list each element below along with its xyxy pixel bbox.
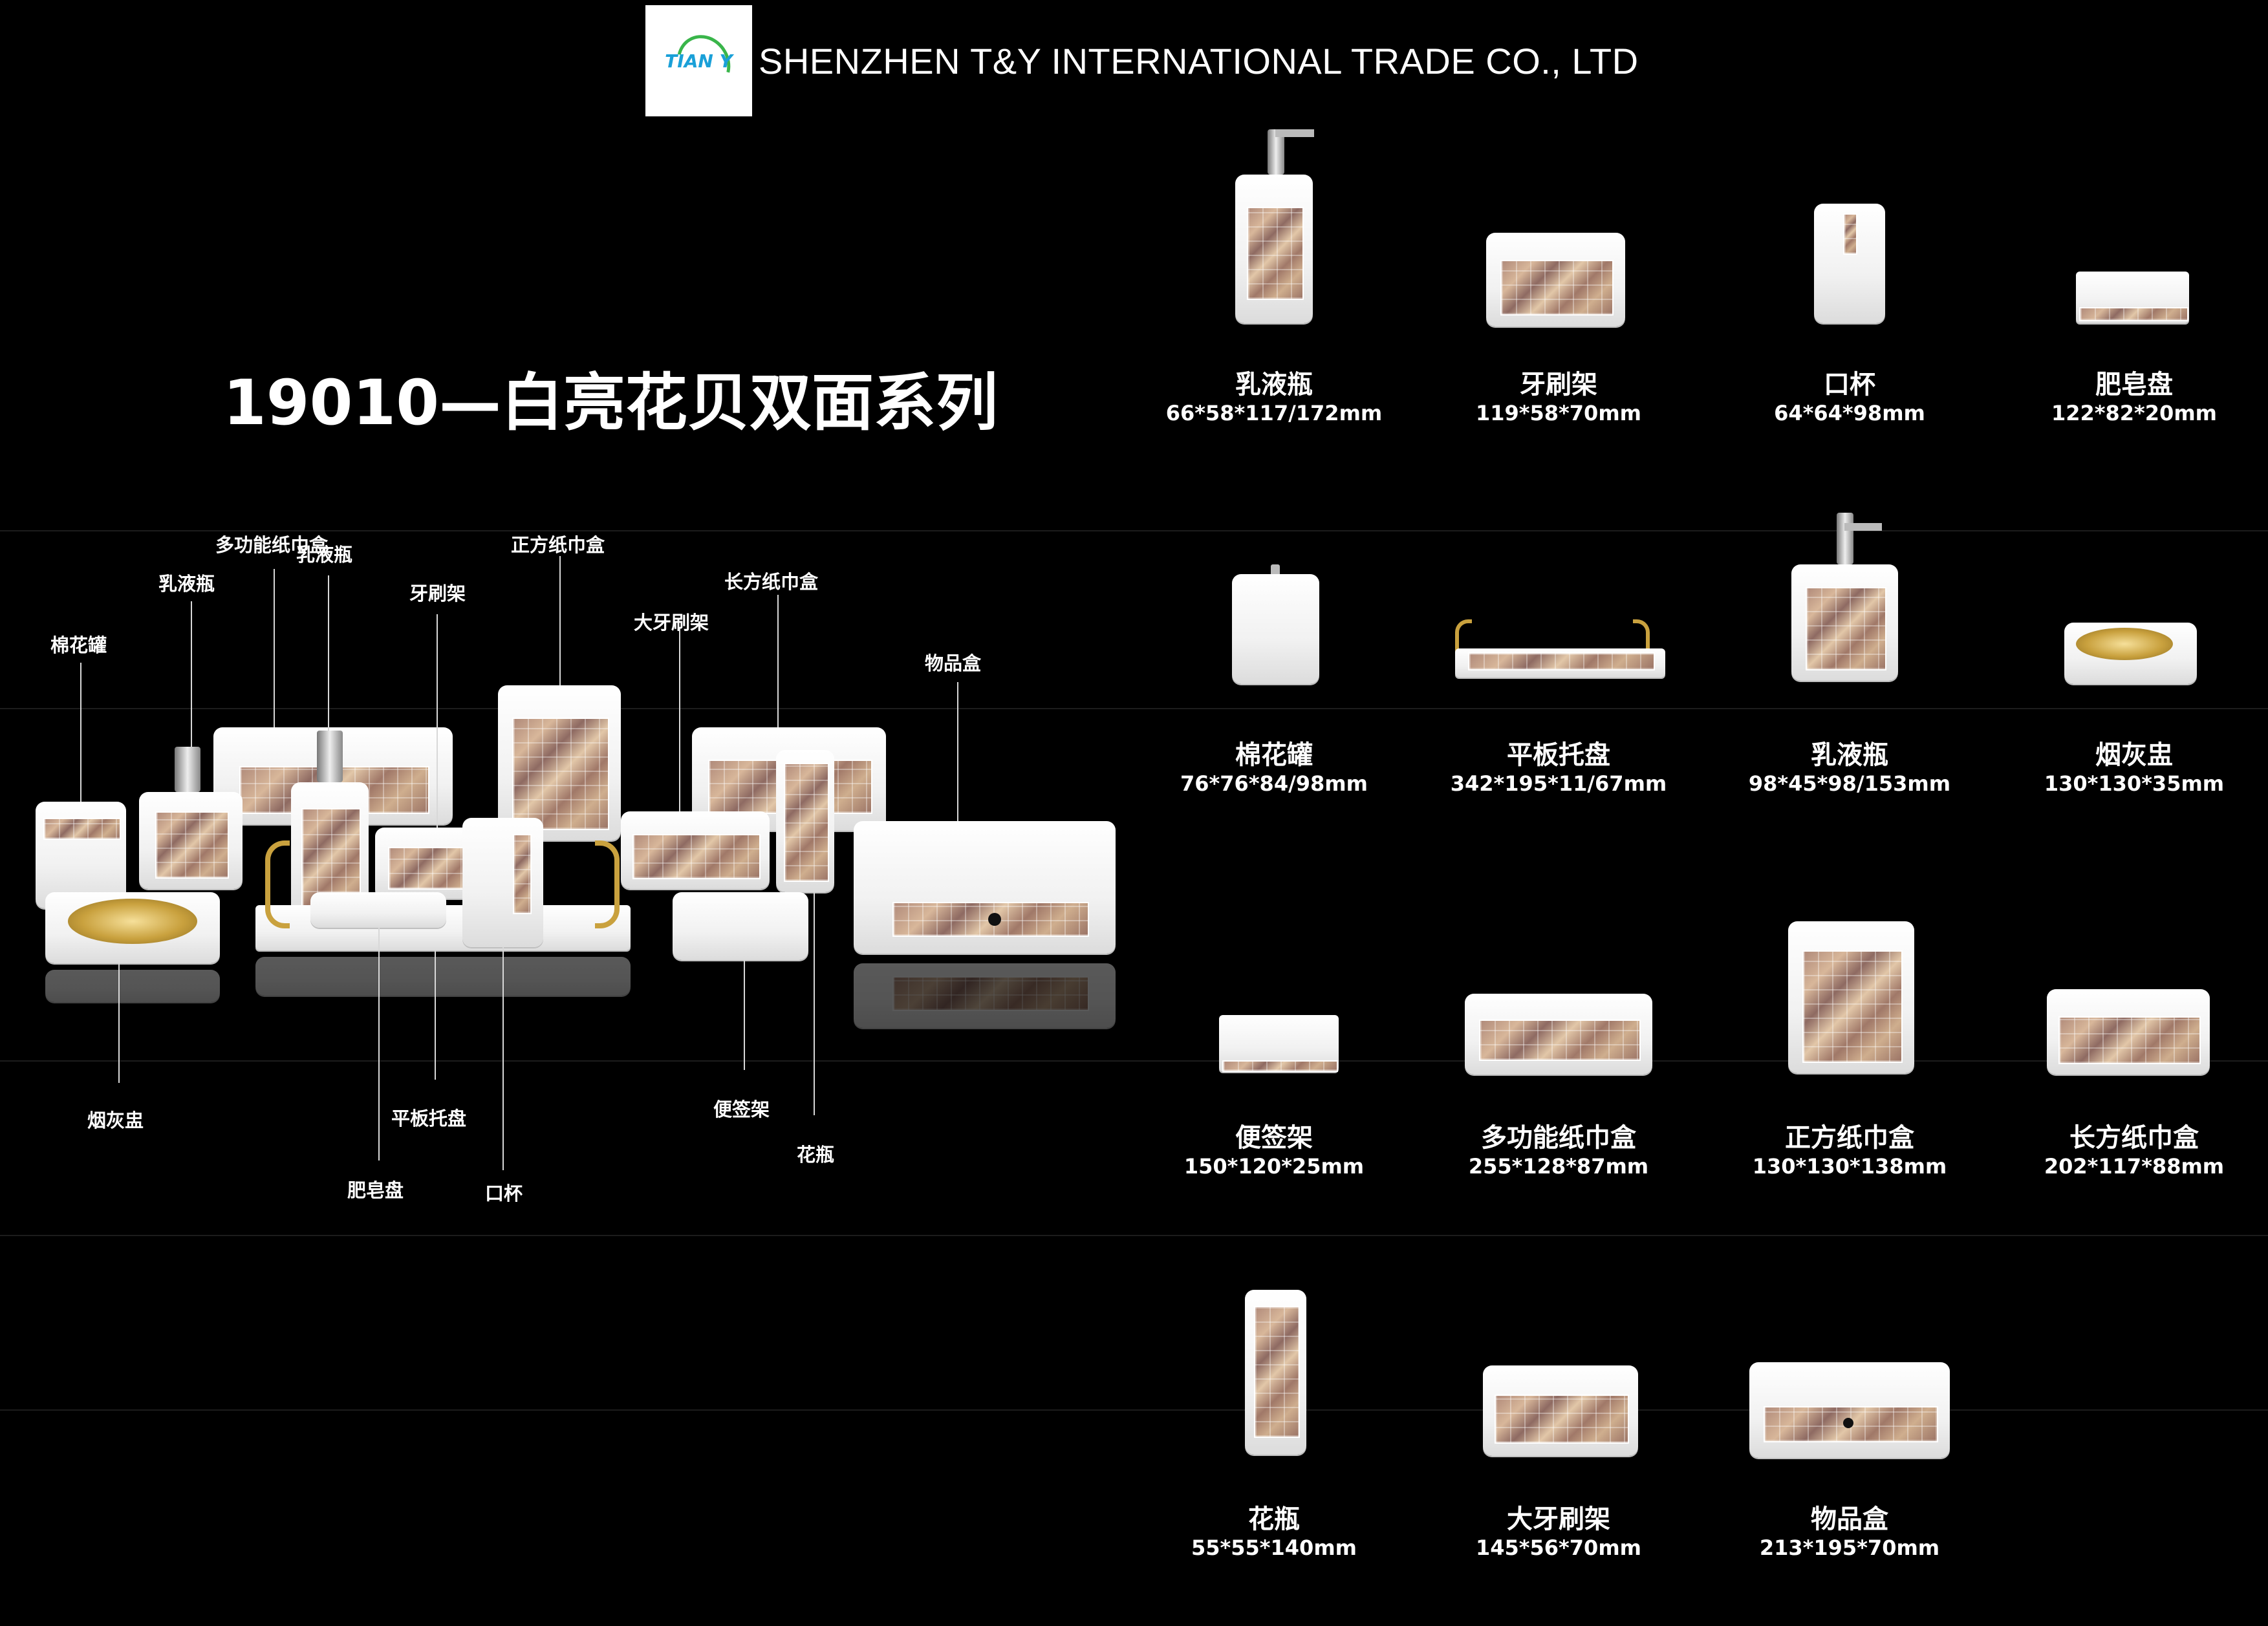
- product-card: 正方纸巾盒 130*130*138mm: [1707, 883, 1992, 1245]
- company-name: SHENZHEN T&Y INTERNATIONAL TRADE CO., LT…: [759, 41, 1639, 81]
- soap-dish-icon: [1992, 129, 2268, 394]
- cotton-jar-photo: [36, 802, 126, 908]
- ashtray-icon: [1992, 500, 2268, 765]
- product-card: 大牙刷架 145*56*70mm: [1416, 1264, 1701, 1626]
- product-dims: 122*82*20mm: [2051, 401, 2217, 425]
- product-name: 花瓶: [1248, 1504, 1300, 1534]
- multi-tissue-box-icon: [1416, 883, 1701, 1148]
- callout-vase: 花瓶: [797, 1144, 835, 1166]
- product-card: 牙刷架 119*58*70mm: [1416, 129, 1701, 491]
- long-tissue-box-icon: [1992, 883, 2268, 1148]
- product-dims: 64*64*98mm: [1774, 401, 1925, 425]
- product-card: 棉花罐 76*76*84/98mm: [1132, 500, 1416, 862]
- cotton-jar-icon: [1132, 500, 1416, 765]
- callout-soap-dish: 肥皂盘: [347, 1179, 404, 1201]
- note-holder-icon: [1132, 883, 1416, 1148]
- product-dims: 213*195*70mm: [1759, 1535, 1940, 1560]
- square-tissue-box-icon: [1707, 883, 1992, 1148]
- product-name: 烟灰盅: [2095, 740, 2173, 770]
- product-name: 牙刷架: [1520, 370, 1597, 400]
- product-name: 大牙刷架: [1507, 1504, 1610, 1534]
- product-name: 多功能纸巾盒: [1481, 1123, 1636, 1153]
- soap-dish-photo: [310, 892, 446, 928]
- product-card: 烟灰盅 130*130*35mm: [1992, 500, 2268, 862]
- tumbler-photo: [462, 818, 543, 947]
- product-dims: 130*130*138mm: [1752, 1154, 1947, 1179]
- callout-lotion-a: 乳液瓶: [158, 573, 215, 595]
- big-toothbrush-holder-icon: [1416, 1264, 1701, 1529]
- storage-box-icon: [1707, 1264, 1992, 1529]
- product-name: 口杯: [1824, 370, 1875, 400]
- storage-box-photo: [854, 821, 1116, 954]
- divider: [0, 708, 2268, 709]
- product-dims: 119*58*70mm: [1475, 401, 1641, 425]
- callout-tumbler: 口杯: [485, 1182, 523, 1204]
- product-name: 肥皂盘: [2095, 370, 2173, 400]
- product-name: 长方纸巾盒: [2069, 1123, 2199, 1153]
- callout-tray: 平板托盘: [391, 1107, 467, 1129]
- product-group-photo: 多功能纸巾盒 乳液瓶 乳液瓶 正方纸巾盒 牙刷架 长方纸巾盒 大牙刷架 棉花罐 …: [26, 534, 1125, 1204]
- company-logo: TIAN Y: [645, 5, 752, 116]
- callout-note-holder: 便签架: [713, 1098, 770, 1120]
- square-tissue-box-photo: [498, 685, 621, 840]
- tray-icon: [1416, 500, 1701, 765]
- product-name: 乳液瓶: [1235, 370, 1313, 400]
- vase-icon: [1132, 1264, 1416, 1529]
- vase-photo: [776, 750, 834, 892]
- callout-ashtray: 烟灰盅: [87, 1109, 144, 1131]
- product-card: 花瓶 55*55*140mm: [1132, 1264, 1416, 1626]
- callout-big-toothbrush: 大牙刷架: [634, 612, 709, 634]
- product-name: 便签架: [1235, 1123, 1313, 1153]
- product-dims: 66*58*117/172mm: [1165, 401, 1383, 425]
- tumbler-icon: [1707, 129, 1992, 394]
- series-title: 19010—白亮花贝双面系列: [223, 367, 998, 439]
- product-dims: 130*130*35mm: [2044, 771, 2225, 796]
- product-name: 正方纸巾盒: [1785, 1123, 1914, 1153]
- ashtray-photo: [45, 892, 220, 963]
- product-card: 平板托盘 342*195*11/67mm: [1416, 500, 1701, 862]
- lotion-bottle-photo: [139, 792, 243, 889]
- callout-storage-box: 物品盒: [925, 652, 982, 674]
- callout-toothbrush: 牙刷架: [409, 583, 466, 604]
- product-dims: 202*117*88mm: [2044, 1154, 2225, 1179]
- callout-multi-tissue: 多功能纸巾盒: [215, 534, 329, 556]
- product-dims: 255*128*87mm: [1468, 1154, 1649, 1179]
- product-dims: 342*195*11/67mm: [1450, 771, 1667, 796]
- product-dims: 145*56*70mm: [1475, 1535, 1641, 1560]
- toothbrush-holder-icon: [1416, 129, 1701, 394]
- product-name: 物品盒: [1811, 1504, 1888, 1534]
- product-card: 物品盒 213*195*70mm: [1707, 1264, 1992, 1626]
- lotion-pump-bottle-icon: [1132, 129, 1416, 394]
- product-card: 便签架 150*120*25mm: [1132, 883, 1416, 1245]
- product-card: 乳液瓶 98*45*98/153mm: [1707, 500, 1992, 862]
- product-card: 肥皂盘 122*82*20mm: [1992, 129, 2268, 491]
- divider: [0, 1235, 2268, 1236]
- callout-square-tissue: 正方纸巾盒: [511, 534, 605, 556]
- product-card: 乳液瓶 66*58*117/172mm: [1132, 129, 1416, 491]
- product-dims: 98*45*98/153mm: [1748, 771, 1951, 796]
- note-holder-photo: [673, 892, 808, 960]
- divider: [0, 1409, 2268, 1411]
- lotion-pump-bottle-wide-icon: [1707, 500, 1992, 765]
- callout-long-tissue: 长方纸巾盒: [724, 571, 819, 593]
- product-card: 长方纸巾盒 202*117*88mm: [1992, 883, 2268, 1245]
- callout-lotion-b: 乳液瓶: [296, 544, 353, 566]
- divider: [0, 1060, 2268, 1062]
- product-card: 多功能纸巾盒 255*128*87mm: [1416, 883, 1701, 1245]
- product-name: 棉花罐: [1235, 740, 1313, 770]
- logo-text: TIAN Y: [665, 50, 733, 72]
- product-dims: 76*76*84/98mm: [1180, 771, 1368, 796]
- callout-cotton-jar: 棉花罐: [50, 634, 107, 656]
- product-dims: 55*55*140mm: [1191, 1535, 1357, 1560]
- product-dims: 150*120*25mm: [1183, 1154, 1365, 1179]
- product-name: 乳液瓶: [1811, 740, 1888, 770]
- divider: [0, 530, 2268, 531]
- product-name: 平板托盘: [1507, 740, 1610, 770]
- product-card: 口杯 64*64*98mm: [1707, 129, 1992, 491]
- big-toothbrush-holder-photo: [621, 811, 770, 889]
